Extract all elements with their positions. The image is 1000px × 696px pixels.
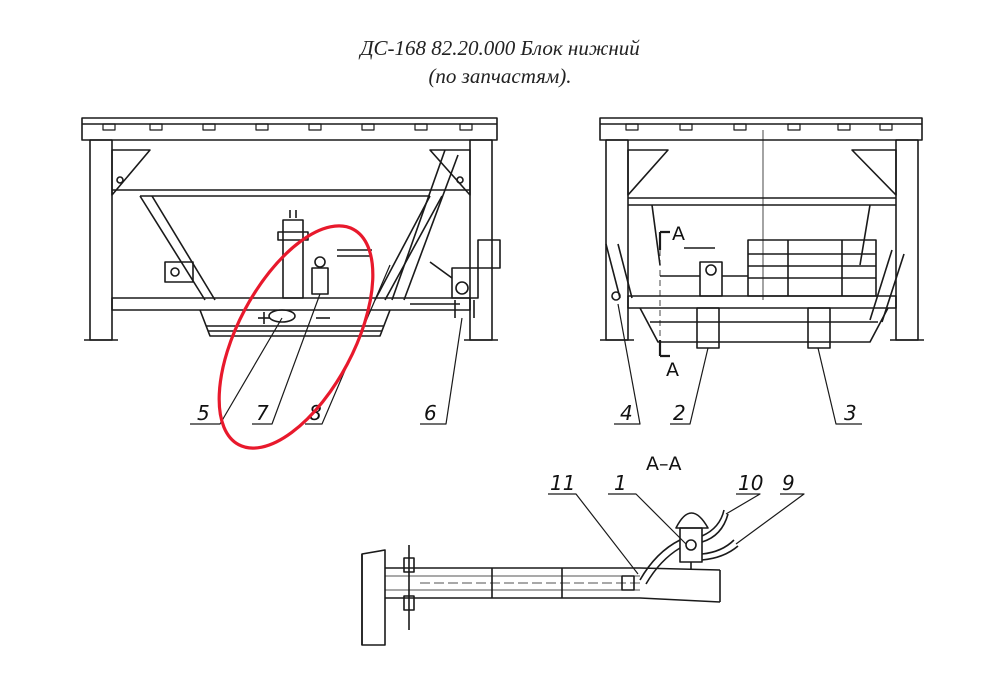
callout-9: 9 — [782, 471, 795, 495]
callout-10: 10 — [738, 471, 763, 495]
callout-1: 1 — [614, 471, 627, 495]
callout-2: 2 — [673, 401, 686, 425]
leader-lines — [190, 264, 862, 575]
front-view — [81, 117, 501, 341]
callout-6: 6 — [424, 401, 437, 425]
callout-11: 11 — [550, 471, 575, 495]
callout-7: 7 — [256, 401, 269, 425]
callout-5: 5 — [197, 401, 210, 425]
section-aa-view — [361, 509, 739, 646]
red-highlight-ellipse — [217, 224, 375, 450]
drawing-title: ДС-168 82.20.000 Блок нижний — [360, 36, 640, 60]
section-mark-top: A — [672, 223, 685, 245]
side-view — [599, 117, 924, 358]
callout-4: 4 — [620, 401, 633, 425]
section-view-label: А–А — [646, 453, 682, 475]
section-mark-bottom: A — [666, 359, 679, 381]
callout-3: 3 — [844, 401, 857, 425]
drawing-subtitle: (по запчастям). — [428, 64, 572, 88]
